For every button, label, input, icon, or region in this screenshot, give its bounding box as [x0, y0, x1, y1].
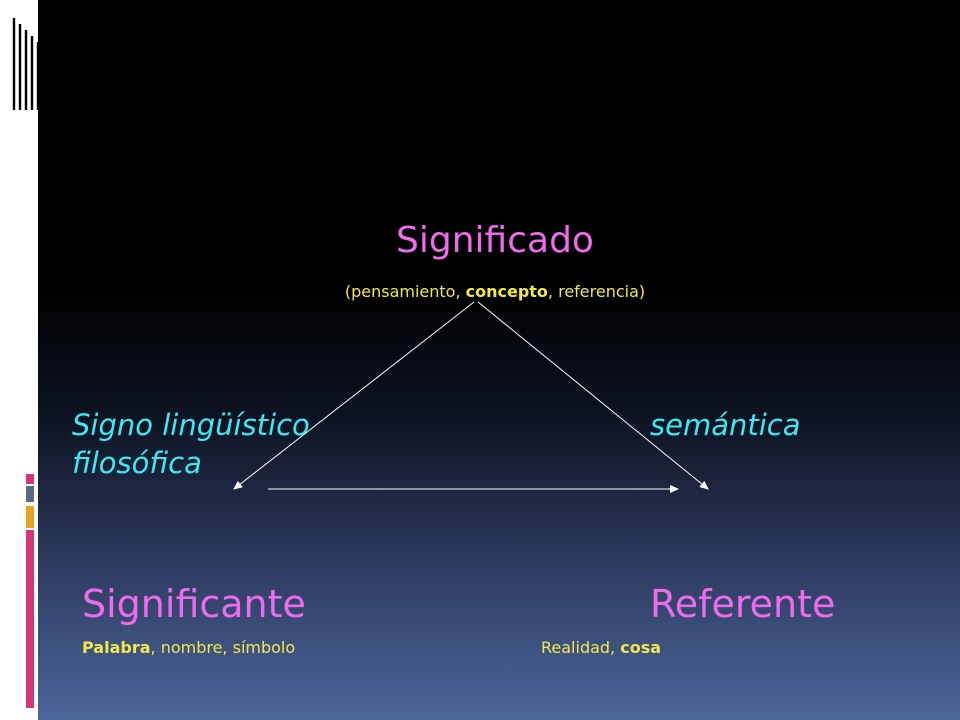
node-significante: Significante	[82, 582, 306, 626]
arrow-to-significante	[233, 301, 475, 490]
referente-desc-bold: cosa	[620, 638, 662, 657]
significante-desc-bold: Palabra	[82, 638, 151, 657]
subtitle-open: (pensamiento,	[344, 282, 466, 301]
referente-desc-plain: Realidad,	[541, 638, 621, 657]
accent-bar-pink-top	[26, 474, 34, 484]
label-semantica: semántica	[650, 408, 801, 442]
subtitle-bold: concepto	[465, 282, 548, 301]
label-signo-linguistico: Signo lingüístico	[72, 408, 310, 442]
title-significado: Significado	[396, 220, 594, 261]
accent-bar-slate	[26, 486, 34, 502]
label-filosofica: filosófica	[72, 446, 202, 480]
accent-bar-pink-bottom	[26, 530, 34, 708]
node-referente: Referente	[650, 582, 836, 626]
accent-bar-gold	[26, 506, 34, 528]
significante-description: Palabra, nombre, símbolo	[82, 638, 295, 657]
subtitle-close: , referencia)	[547, 282, 646, 301]
arrow-to-referente	[477, 301, 709, 490]
subtitle-significado-description: (pensamiento, concepto, referencia)	[0, 282, 960, 301]
decorative-lines-icon	[12, 18, 40, 110]
significante-desc-rest: , nombre, símbolo	[150, 638, 296, 657]
referente-description: Realidad, cosa	[541, 638, 661, 657]
